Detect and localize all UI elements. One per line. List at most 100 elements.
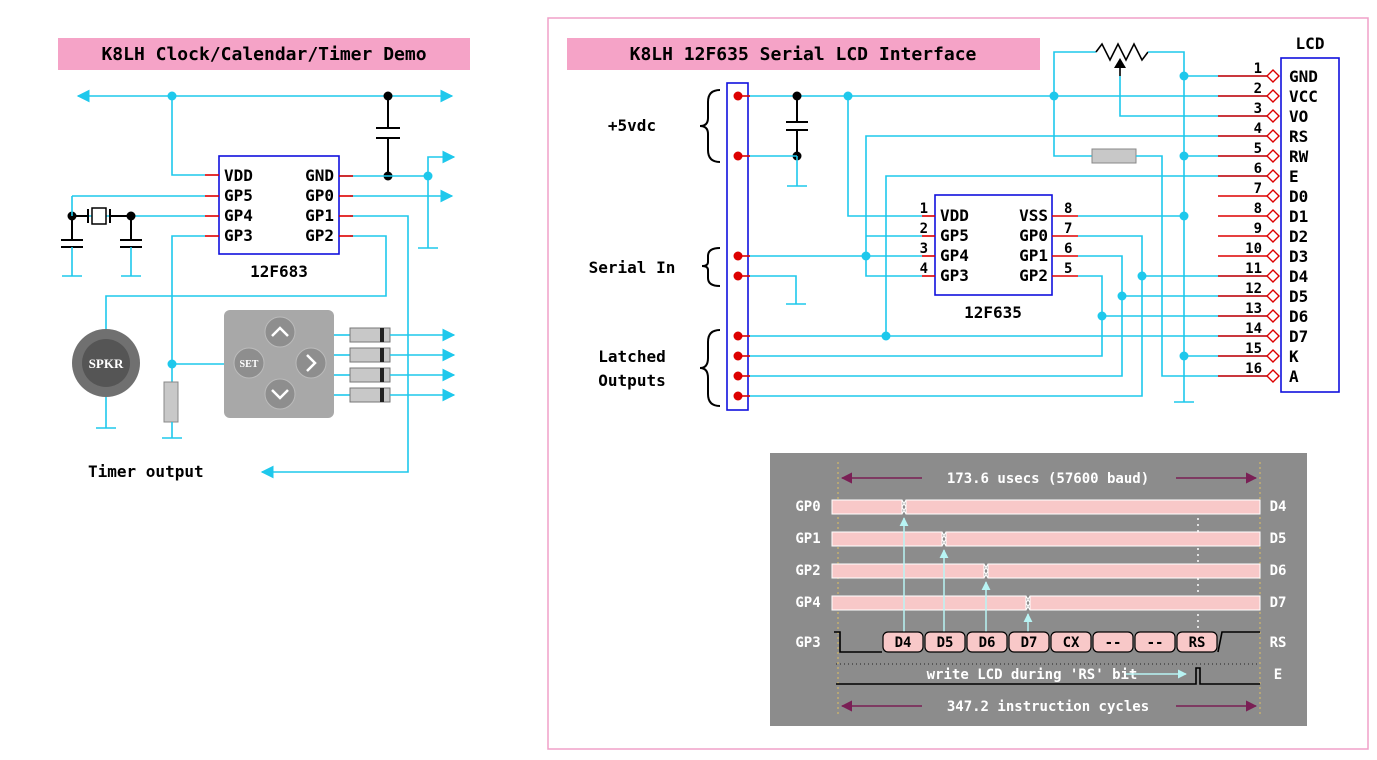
lcd-pin-terminal (1266, 189, 1280, 203)
connector-pin (733, 351, 743, 361)
lcd-pin-name: D1 (1289, 207, 1308, 226)
lcd-pin-name: D2 (1289, 227, 1308, 246)
lcd-pin-name: VO (1289, 107, 1308, 126)
lcd-pin-number: 15 (1245, 341, 1262, 357)
lcd-pin-terminal (1266, 89, 1280, 103)
serial-bit-label: D5 (937, 635, 954, 651)
lcd-pin-name: D6 (1289, 307, 1308, 326)
timer-output-label: Timer output (88, 462, 204, 481)
timing-row-label: GP0 (795, 499, 820, 515)
timing-row-label: D7 (1270, 595, 1287, 611)
lcd-pin-terminal (1266, 69, 1280, 83)
right-title-bg (567, 38, 1040, 70)
write-note: write LCD during 'RS' bit (927, 667, 1138, 683)
pin-number: 6 (1064, 241, 1072, 257)
connector-pin (733, 371, 743, 381)
right-schematic: K8LH 12F635 Serial LCD Interface +5vdc S… (547, 17, 1369, 750)
connector-pin (733, 251, 743, 261)
timing-diagram: 173.6 usecs (57600 baud) 347.2 instructi… (770, 453, 1307, 726)
pin-label: GP4 (224, 206, 253, 225)
chip-name: 12F683 (250, 262, 308, 281)
lcd-pin-terminal (1266, 249, 1280, 263)
timing-row-label: GP2 (795, 563, 820, 579)
pin-label: GP1 (305, 206, 334, 225)
pin-label: VDD (940, 206, 969, 225)
serial-bit (1008, 631, 1050, 653)
lcd-pin-name: D7 (1289, 327, 1308, 346)
lcd-pin-number: 5 (1254, 141, 1262, 157)
pin-label: GP1 (1019, 246, 1048, 265)
speaker-label: SPKR (89, 356, 124, 371)
lcd-pin-name: D0 (1289, 187, 1308, 206)
set-button (233, 347, 265, 379)
pin-number: 4 (920, 261, 928, 277)
lcd-pin-terminal (1266, 109, 1280, 123)
timing-background (770, 453, 1307, 726)
pin-label: GP2 (305, 226, 334, 245)
connector-pin (733, 91, 743, 101)
serial-bit-label: RS (1189, 635, 1206, 651)
supply-label: +5vdc (608, 116, 656, 135)
timing-row-label: GP3 (795, 635, 820, 651)
pin-number: 1 (920, 201, 928, 217)
connector-pin (733, 391, 743, 401)
pin-number: 2 (920, 221, 928, 237)
lcd-pin-name: D5 (1289, 287, 1308, 306)
keypad (224, 310, 334, 418)
lcd-pin-number: 7 (1254, 181, 1262, 197)
connector-pin (733, 331, 743, 341)
chip-name: 12F635 (964, 303, 1022, 322)
pin-number: 8 (1064, 201, 1072, 217)
lcd-pin-number: 11 (1245, 261, 1262, 277)
lcd-pin-number: 16 (1245, 361, 1262, 377)
lcd-pin-number: 4 (1254, 121, 1262, 137)
brace (699, 89, 721, 163)
lcd-label: LCD (1296, 34, 1325, 53)
lcd-pin-number: 8 (1254, 201, 1262, 217)
timing-row-label: D4 (1270, 499, 1287, 515)
diode-array (334, 327, 456, 403)
lcd-pin-name: RW (1289, 147, 1309, 166)
lcd-pin-number: 3 (1254, 101, 1262, 117)
lcd-pin-terminal (1266, 169, 1280, 183)
resistor-symbol (163, 381, 179, 423)
pin-label: GP5 (224, 186, 253, 205)
lcd-pin-terminal (1266, 209, 1280, 223)
pin-label: GND (305, 166, 334, 185)
potentiometer-symbol (1095, 42, 1149, 62)
right-panel-border (547, 17, 1369, 750)
serial-bit-label: D6 (979, 635, 996, 651)
pin-label: GP4 (940, 246, 969, 265)
serial-bit-label: -- (1147, 635, 1164, 651)
resistor-symbol (1091, 148, 1137, 164)
pin-label: GP2 (1019, 266, 1048, 285)
lcd-pin-number: 12 (1245, 281, 1262, 297)
connector-header (726, 82, 749, 411)
pin-label: GP3 (224, 226, 253, 245)
pin-number: 3 (920, 241, 928, 257)
latched-label: Latched (598, 347, 665, 366)
cycles-label: 347.2 instruction cycles (947, 699, 1149, 715)
lcd-pin-terminal (1266, 329, 1280, 343)
serial-bit-label: CX (1063, 635, 1080, 651)
outputs-label: Outputs (598, 371, 665, 390)
lcd-pin-number: 2 (1254, 81, 1262, 97)
serial-bit-label: D7 (1021, 635, 1038, 651)
lcd-pin-number: 6 (1254, 161, 1262, 177)
serial-bit (1134, 631, 1176, 653)
lcd-pin-number: 10 (1245, 241, 1262, 257)
serial-bit (924, 631, 966, 653)
serial-bit (966, 631, 1008, 653)
chip-12f683 (218, 155, 340, 255)
down-button-icon (264, 378, 296, 410)
lcd-pin-name: D3 (1289, 247, 1308, 266)
lcd-pin-name: K (1289, 347, 1299, 366)
pin-label: VDD (224, 166, 253, 185)
lcd-pin-terminal (1266, 229, 1280, 243)
lcd-pin-name: RS (1289, 127, 1308, 146)
pin-label: VSS (1019, 206, 1048, 225)
lcd-pin-number: 1 (1254, 61, 1262, 77)
serial-bit (882, 631, 924, 653)
left-title: K8LH Clock/Calendar/Timer Demo (101, 44, 426, 65)
